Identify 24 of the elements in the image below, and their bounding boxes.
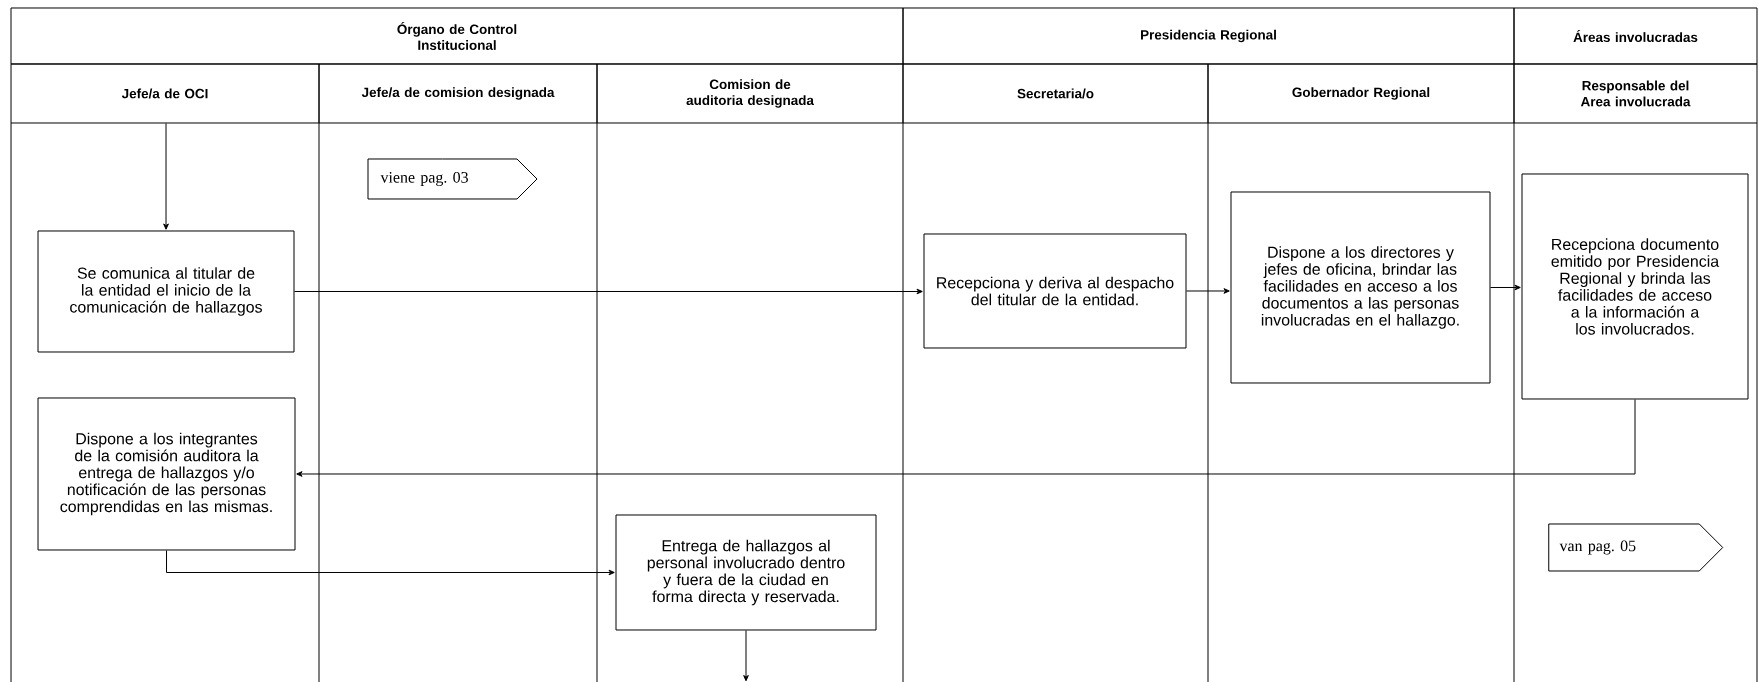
arrow [1490, 284, 1521, 291]
arrow [163, 123, 169, 230]
arrow [296, 399, 1636, 477]
process-box: Se comunica al titular de la entidad el inicio de la comunicación de hallazgos [37, 230, 295, 353]
lane-header-cell: Gobernador Regional [1207, 63, 1515, 124]
lane-header-cell: Jefe/a de OCI [10, 63, 320, 124]
group-header-cell: Presidencia Regional [902, 7, 1515, 65]
arrow [166, 550, 615, 576]
arrow [743, 630, 749, 682]
lane-header-cell: Jefe/a de comision designada [318, 63, 598, 124]
process-box: Entrega de hallazgos al personal involucrado dentro y fuera de la ciudad en forma directa y reservada. [615, 514, 877, 631]
lane-header-cell: Comision de auditoria designada [596, 63, 904, 124]
process-box: Recepciona documento emitido por Presidencia Regional y brinda las facilidades de acceso a la información a los involucrados. [1521, 173, 1749, 400]
off-page-connector: van pag. 05 [1548, 523, 1724, 572]
process-box: Dispone a los directores y jefes de oficina, brindar las facilidades en acceso a los documentos a las personas involucradas en el hallazgo. [1230, 191, 1491, 384]
off-page-connector: viene pag. 03 [367, 158, 538, 200]
group-header-cell: Órgano de Control Institucional [10, 7, 904, 65]
process-box: Dispone a los integrantes de la comisión auditora la entrega de hallazgos y/o notificación de las personas comprendidas en las mismas. [37, 397, 296, 551]
arrow [1186, 288, 1230, 294]
lane-header-cell: Responsable del Area involucrada [1513, 63, 1758, 124]
arrow [294, 288, 923, 295]
lane-header-cell: Secretaria/o [902, 63, 1209, 124]
process-box: Recepciona y deriva al despacho del titular de la entidad. [923, 233, 1187, 349]
group-header-cell: Áreas involucradas [1513, 7, 1758, 65]
